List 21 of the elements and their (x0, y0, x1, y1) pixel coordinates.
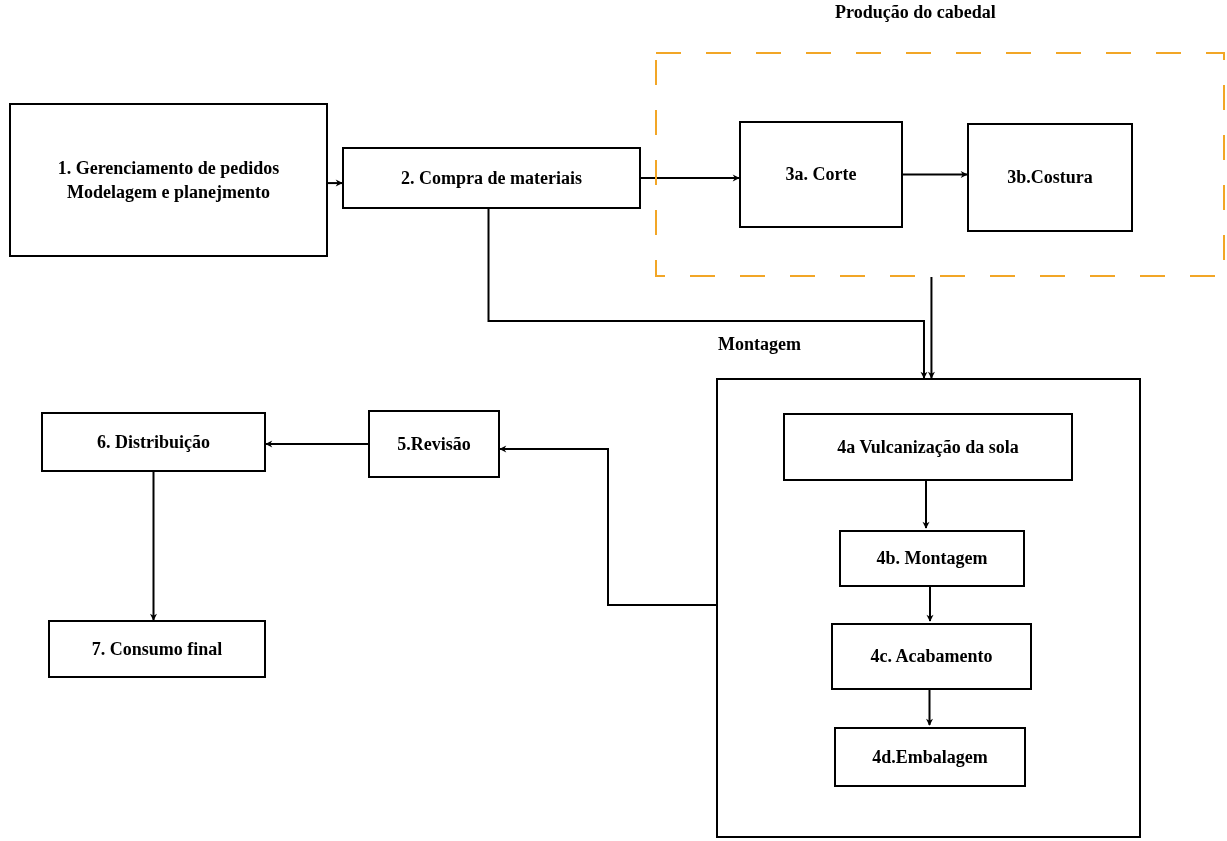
arrow (927, 276, 935, 379)
process-box: 3b.Costura (967, 123, 1133, 232)
process-box: 7. Consumo final (48, 620, 266, 678)
process-box: 5.Revisão (368, 410, 500, 478)
process-box: 4a Vulcanização da sola (783, 413, 1073, 481)
process-box: 2. Compra de materiais (342, 147, 641, 209)
arrow (499, 445, 717, 607)
arrow (327, 179, 343, 187)
process-box: 6. Distribuição (41, 412, 266, 472)
process-box: 3a. Corte (739, 121, 903, 228)
group-heading: Montagem (718, 333, 801, 356)
process-box: 4b. Montagem (839, 530, 1025, 587)
process-box: 1. Gerenciamento de pedidos Modelagem e planejmento (9, 103, 328, 257)
group-heading: Produção do cabedal (835, 1, 996, 24)
arrow (150, 471, 157, 621)
arrow (487, 208, 928, 379)
arrow (640, 174, 740, 182)
process-box: 4d.Embalagem (834, 727, 1026, 787)
arrow (902, 171, 968, 178)
arrow (265, 440, 369, 448)
process-box: 4c. Acabamento (831, 623, 1032, 690)
